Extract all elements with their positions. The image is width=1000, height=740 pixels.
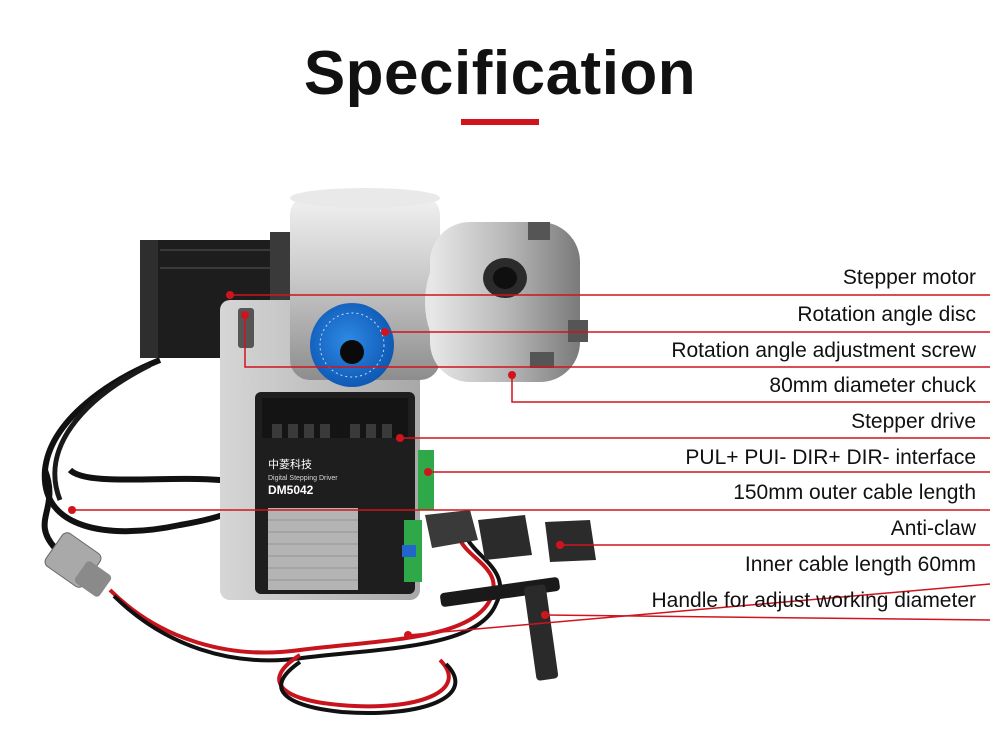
callout-chuck: 80mm diameter chuck bbox=[769, 374, 976, 397]
callout-handle: Handle for adjust working diameter bbox=[651, 589, 977, 612]
aviation-connector bbox=[44, 532, 112, 597]
callout-interface: PUL+ PUI- DIR+ DIR- interface bbox=[685, 446, 976, 469]
title-underline bbox=[461, 119, 539, 125]
stepper-driver: 中菱科技 Digital Stepping Driver DM5042 bbox=[255, 392, 415, 594]
chuck-key-handle bbox=[440, 577, 560, 681]
inner-cable bbox=[108, 538, 503, 715]
rotation-angle-disc bbox=[310, 303, 394, 387]
callout-dots bbox=[68, 291, 564, 639]
callout-stepper-motor: Stepper motor bbox=[842, 266, 976, 289]
terminal-blocks bbox=[402, 450, 434, 582]
driver-subtitle: Digital Stepping Driver bbox=[268, 475, 338, 482]
callout-adjustment-screw: Rotation angle adjustment screw bbox=[671, 339, 976, 362]
chuck bbox=[425, 222, 588, 382]
page-title: Specification bbox=[303, 39, 697, 108]
callout-lines bbox=[72, 294, 991, 636]
driver-brand: 中菱科技 bbox=[268, 457, 312, 471]
anti-claw-jaws bbox=[425, 510, 596, 562]
callout-stepper-drive: Stepper drive bbox=[851, 410, 976, 433]
callout-inner-cable: Inner cable length 60mm bbox=[744, 553, 976, 576]
driver-model: DM5042 bbox=[268, 483, 314, 497]
outer-cable bbox=[41, 357, 256, 550]
callout-anti-claw: Anti-claw bbox=[890, 517, 976, 540]
callout-rotation-angle-disc: Rotation angle disc bbox=[797, 303, 976, 326]
callout-outer-cable: 150mm outer cable length bbox=[733, 481, 976, 504]
